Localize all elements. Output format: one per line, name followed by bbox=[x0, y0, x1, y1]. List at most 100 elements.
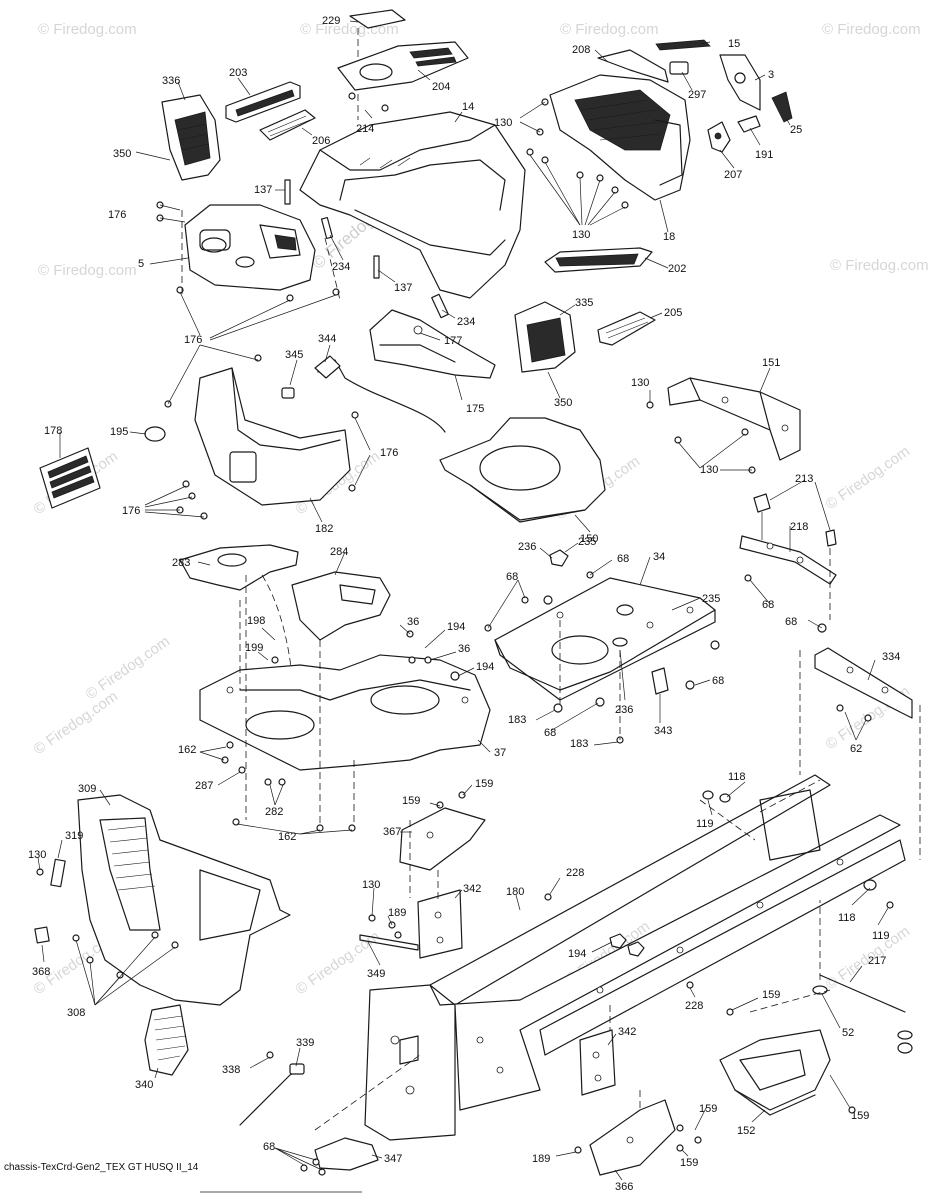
part-218-bracket bbox=[739, 493, 837, 620]
callout-284: 284 bbox=[330, 546, 348, 558]
callout-214: 214 bbox=[356, 123, 374, 135]
callout-3: 3 bbox=[768, 69, 774, 81]
watermark-text: © Firedog.com bbox=[293, 928, 384, 998]
callout-119: 119 bbox=[872, 930, 890, 942]
part-343-bracket bbox=[651, 667, 669, 695]
washer bbox=[702, 790, 714, 800]
part-234-strip bbox=[320, 216, 449, 319]
callout-36: 36 bbox=[458, 643, 470, 655]
callout-52: 52 bbox=[842, 1027, 854, 1039]
callout-213: 213 bbox=[795, 473, 813, 485]
callout-339: 339 bbox=[296, 1037, 314, 1049]
watermark-text: © Firedog.com bbox=[38, 21, 137, 38]
callout-350: 350 bbox=[554, 397, 572, 409]
callout-345: 345 bbox=[285, 349, 303, 361]
callout-68: 68 bbox=[617, 553, 629, 565]
part-203-insert bbox=[225, 81, 301, 123]
bolt bbox=[278, 778, 286, 786]
callout-234: 234 bbox=[457, 316, 475, 328]
part-334-bracket bbox=[799, 647, 921, 860]
part-349-rod bbox=[359, 934, 419, 951]
callout-366: 366 bbox=[615, 1181, 633, 1193]
part-335-side-panel bbox=[514, 301, 576, 373]
part-14-hood bbox=[299, 111, 526, 299]
callout-235: 235 bbox=[702, 593, 720, 605]
part-347-bracket bbox=[314, 1137, 379, 1171]
callout-195: 195 bbox=[110, 426, 128, 438]
callout-194: 194 bbox=[476, 661, 494, 673]
part-319-strip bbox=[50, 858, 66, 888]
part-367-plate bbox=[399, 807, 486, 871]
callout-319: 319 bbox=[65, 830, 83, 842]
callout-228: 228 bbox=[685, 1000, 703, 1012]
part-178-vent bbox=[39, 447, 101, 509]
bolt bbox=[266, 1051, 274, 1059]
bolt bbox=[348, 824, 356, 832]
part-208-trim bbox=[597, 49, 669, 83]
bolt bbox=[686, 981, 694, 989]
callout-180: 180 bbox=[506, 886, 524, 898]
callout-205: 205 bbox=[664, 307, 682, 319]
callout-206: 206 bbox=[312, 135, 330, 147]
callout-335: 335 bbox=[575, 297, 593, 309]
bolt bbox=[543, 595, 553, 605]
bolt bbox=[286, 294, 294, 302]
callout-175: 175 bbox=[466, 403, 484, 415]
bolt bbox=[264, 778, 272, 786]
callout-68: 68 bbox=[506, 571, 518, 583]
callout-150: 150 bbox=[580, 533, 598, 545]
callout-309: 309 bbox=[78, 783, 96, 795]
nut bbox=[609, 933, 627, 949]
callout-342: 342 bbox=[463, 883, 481, 895]
bolt bbox=[436, 801, 444, 809]
part-342-plate bbox=[417, 889, 463, 959]
bolt bbox=[300, 1164, 308, 1172]
watermark-text: © Firedog.com bbox=[823, 443, 914, 513]
callout-159: 159 bbox=[762, 989, 780, 1001]
callout-176: 176 bbox=[184, 334, 202, 346]
bolt bbox=[116, 971, 124, 979]
part-191-clip bbox=[737, 115, 761, 133]
part-204-hood-top-panel bbox=[337, 41, 469, 91]
callout-204: 204 bbox=[432, 81, 450, 93]
callout-159: 159 bbox=[680, 1157, 698, 1169]
callout-282: 282 bbox=[265, 806, 283, 818]
callout-68: 68 bbox=[785, 616, 797, 628]
watermark-text: © Firedog.com bbox=[38, 262, 137, 279]
part-206-insert bbox=[259, 109, 316, 141]
bolt bbox=[232, 818, 240, 826]
callout-152: 152 bbox=[737, 1125, 755, 1137]
callout-194: 194 bbox=[568, 948, 586, 960]
bolt bbox=[685, 680, 695, 690]
watermark-text: © Firedog.com bbox=[822, 21, 921, 38]
callout-118: 118 bbox=[838, 912, 856, 924]
bolt bbox=[238, 766, 246, 774]
watermark-text: © Firedog.com bbox=[83, 633, 174, 703]
bolt bbox=[348, 92, 356, 100]
bolt bbox=[156, 201, 181, 211]
callout-178: 178 bbox=[44, 425, 62, 437]
part-150-shield bbox=[439, 417, 606, 523]
bolt bbox=[836, 704, 844, 712]
callout-34: 34 bbox=[653, 551, 665, 563]
callout-68: 68 bbox=[762, 599, 774, 611]
callout-283: 283 bbox=[172, 557, 190, 569]
callout-297: 297 bbox=[688, 89, 706, 101]
part-344-cable bbox=[314, 355, 446, 433]
callout-338: 338 bbox=[222, 1064, 240, 1076]
bolt bbox=[611, 186, 619, 194]
part-336-side-grille bbox=[161, 94, 221, 181]
part-366-plate bbox=[589, 1099, 676, 1176]
bolt bbox=[254, 354, 262, 362]
bolt bbox=[271, 656, 279, 664]
part-339-lever bbox=[239, 1063, 305, 1126]
part-297-clip bbox=[669, 61, 689, 75]
part-151-bracket bbox=[667, 377, 801, 461]
bolt bbox=[226, 741, 234, 749]
washer bbox=[719, 793, 731, 803]
callout-159: 159 bbox=[402, 795, 420, 807]
callout-118: 118 bbox=[728, 771, 746, 783]
bolt bbox=[595, 697, 605, 707]
callout-334: 334 bbox=[882, 651, 900, 663]
fasteners bbox=[36, 92, 913, 1176]
